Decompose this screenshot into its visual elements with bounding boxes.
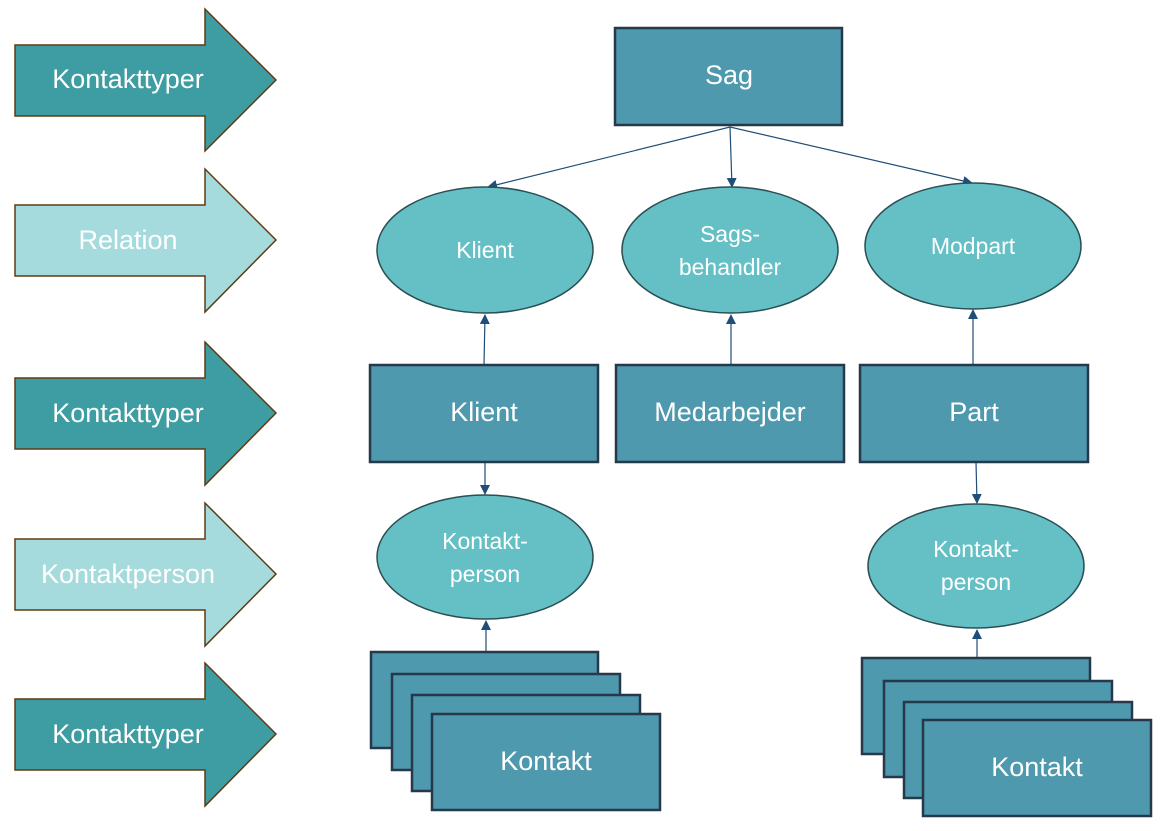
legend-arrow-kontakttyper-3: Kontakttyper [14, 661, 278, 808]
legend-arrow-kontakttyper-1: Kontakttyper [14, 7, 278, 153]
legend-arrow-relation: Relation [14, 167, 278, 314]
node-ellipse [376, 186, 594, 314]
stack-card-front [921, 718, 1153, 818]
edge-sag-modpart [729, 126, 973, 186]
node-sag[interactable]: Sag [613, 26, 844, 127]
node-label: Part [949, 397, 999, 427]
arrow-shape [14, 7, 278, 153]
edge-sag-sagsbehandler [726, 126, 737, 188]
stack-card-front [430, 712, 662, 812]
legend-arrow-label: Kontaktperson [41, 559, 215, 589]
node-label-line1: Sags- [700, 221, 760, 247]
node-label: Klient [450, 397, 518, 427]
arrow-shape [14, 340, 278, 487]
node-box [614, 363, 846, 464]
node-ellipse [864, 182, 1082, 310]
node-type-klient[interactable]: Klient [368, 363, 600, 464]
node-label: Kontakt [500, 746, 592, 776]
legend-arrow-kontakttyper-2: Kontakttyper [14, 340, 278, 487]
node-box [368, 363, 600, 464]
node-relation-modpart[interactable]: Modpart [864, 182, 1082, 310]
node-type-medarbejder[interactable]: Medarbejder [614, 363, 846, 464]
node-kontaktperson-right[interactable]: Kontakt- person [867, 503, 1085, 629]
node-label-line1: Kontakt- [442, 528, 528, 554]
node-label: Medarbejder [654, 397, 806, 427]
node-label-line2: person [941, 569, 1011, 595]
node-label: Klient [456, 237, 514, 263]
node-box [858, 363, 1090, 464]
node-kontakt-left[interactable]: Kontakt [369, 650, 662, 812]
edge-klient-to-rel-klient [479, 314, 490, 366]
node-box [613, 26, 844, 127]
legend-arrow-kontaktperson: Kontaktperson [14, 501, 278, 648]
node-ellipse [376, 494, 594, 620]
node-label-line2: person [450, 561, 520, 587]
arrow-shape [14, 167, 278, 314]
legend-arrow-label: Kontakttyper [52, 398, 204, 428]
node-label: Modpart [931, 233, 1016, 259]
node-ellipse [867, 503, 1085, 629]
node-kontakt-right[interactable]: Kontakt [860, 656, 1153, 818]
node-label: Kontakt [991, 752, 1083, 782]
node-label: Sag [705, 60, 753, 90]
legend-arrow-label: Kontakttyper [52, 64, 204, 94]
node-relation-klient[interactable]: Klient [376, 186, 594, 314]
edge-sag-klient [487, 126, 731, 190]
node-relation-sagsbehandler[interactable]: Sags- behandler [621, 186, 839, 314]
node-kontaktperson-left[interactable]: Kontakt- person [376, 494, 594, 620]
legend-arrow-label: Kontakttyper [52, 719, 204, 749]
node-label-line1: Kontakt- [933, 536, 1019, 562]
arrow-shape [14, 501, 278, 648]
node-label-line2: behandler [679, 254, 782, 280]
legend-arrow-label: Relation [78, 225, 177, 255]
node-ellipse [621, 186, 839, 314]
arrow-shape [14, 661, 278, 808]
node-type-part[interactable]: Part [858, 363, 1090, 464]
edge-part-to-kontaktperson [971, 461, 982, 504]
